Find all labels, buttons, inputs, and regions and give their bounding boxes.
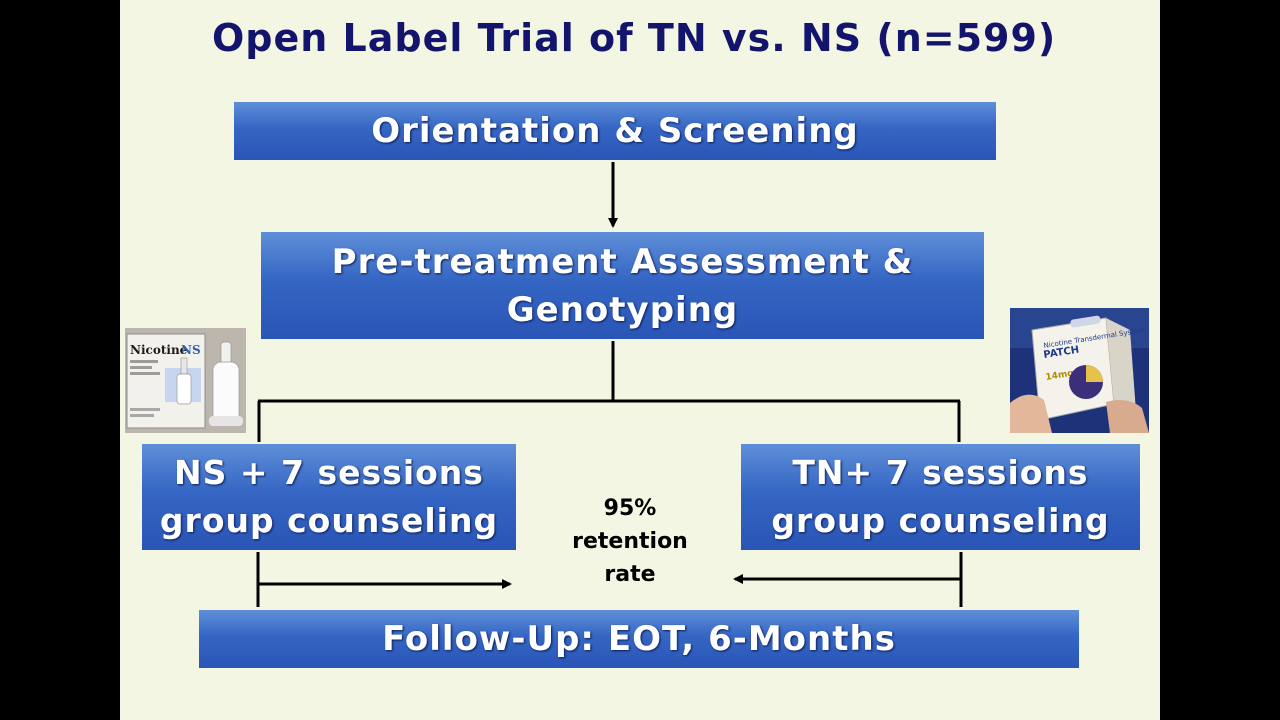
tn-arm-label-line-2: group counseling <box>771 501 1110 540</box>
ns-brand-text: Nicotine <box>130 343 188 357</box>
slide-title: Open Label Trial of TN vs. NS (n=599) <box>212 16 1057 60</box>
nasal-spray-illustration: Nicotine NS <box>125 328 246 433</box>
retention-rate-note: 95% retention rate <box>555 492 705 591</box>
orientation-screening-box: Orientation & Screening <box>234 102 996 160</box>
ns-arm-label-line-1: NS + 7 sessions <box>174 453 484 492</box>
nicotine-patch-photo: Nicotine Transdermal System PATCH 14mg <box>1010 308 1149 433</box>
ns-arm-box: NS + 7 sessions group counseling <box>142 444 516 550</box>
pretreatment-assessment-box: Pre-treatment Assessment & Genotyping <box>261 232 984 339</box>
tn-arm-label-line-1: TN+ 7 sessions <box>792 453 1089 492</box>
patch-box-illustration: Nicotine Transdermal System PATCH 14mg <box>1010 308 1149 433</box>
retention-percent: 95% <box>603 496 657 521</box>
tn-arm-box: TN+ 7 sessions group counseling <box>741 444 1140 550</box>
retention-rate-word: rate <box>604 562 656 587</box>
followup-label: Follow-Up: EOT, 6-Months <box>382 619 896 659</box>
ns-brand-suffix: NS <box>181 343 201 357</box>
ns-arm-label-line-2: group counseling <box>159 501 499 540</box>
svg-text:14mg: 14mg <box>1045 369 1075 383</box>
orientation-screening-label: Orientation & Screening <box>371 111 859 151</box>
pretreatment-label-line-1: Pre-treatment Assessment & <box>331 241 914 282</box>
nicotine-nasal-spray-photo: Nicotine NS <box>125 328 246 433</box>
followup-box: Follow-Up: EOT, 6-Months <box>199 610 1079 668</box>
retention-word: retention <box>572 529 688 554</box>
pretreatment-label-line-2: Genotyping <box>506 289 739 330</box>
